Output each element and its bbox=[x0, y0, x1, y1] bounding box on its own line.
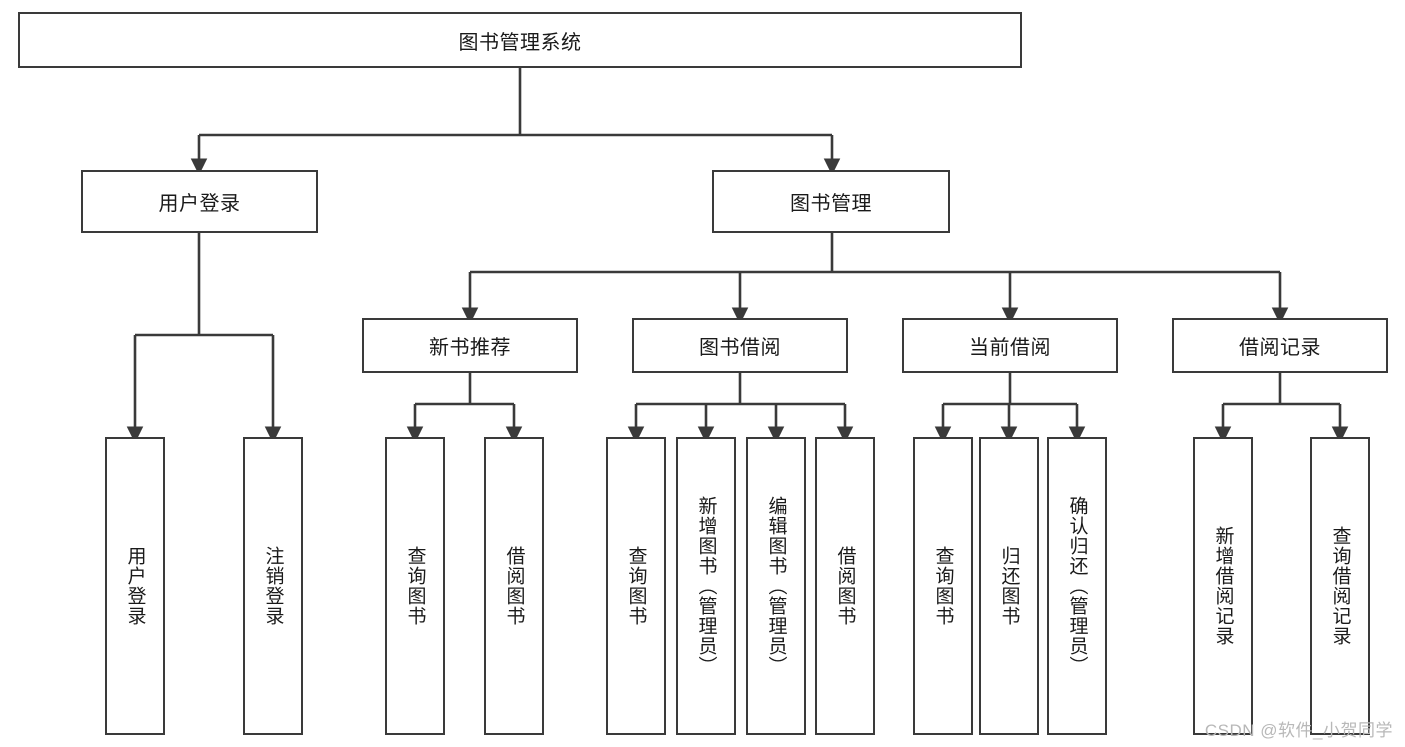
leaf-borrow-borrow-book[interactable]: 借阅图书 bbox=[815, 437, 875, 735]
node-label: 新增借阅记录 bbox=[1212, 526, 1234, 646]
node-book-management[interactable]: 图书管理 bbox=[712, 170, 950, 233]
node-label: 查询图书 bbox=[625, 546, 647, 626]
node-label: 借阅图书 bbox=[503, 546, 525, 626]
leaf-user-login-logout[interactable]: 注销登录 bbox=[243, 437, 303, 735]
node-new-book-recommend[interactable]: 新书推荐 bbox=[362, 318, 578, 373]
leaf-record-query-record[interactable]: 查询借阅记录 bbox=[1310, 437, 1370, 735]
node-label: 注销登录 bbox=[262, 546, 284, 626]
leaf-borrow-edit-book-admin[interactable]: 编辑图书（管理员） bbox=[746, 437, 806, 735]
leaf-borrow-add-book-admin[interactable]: 新增图书（管理员） bbox=[676, 437, 736, 735]
leaf-current-return-book[interactable]: 归还图书 bbox=[979, 437, 1039, 735]
leaf-record-add-record[interactable]: 新增借阅记录 bbox=[1193, 437, 1253, 735]
leaf-user-login-login[interactable]: 用户登录 bbox=[105, 437, 165, 735]
node-label: 图书管理 bbox=[790, 193, 872, 215]
node-label: 图书管理系统 bbox=[458, 31, 582, 54]
leaf-current-query-book[interactable]: 查询图书 bbox=[913, 437, 973, 735]
leaf-borrow-query-book[interactable]: 查询图书 bbox=[606, 437, 666, 735]
node-book-borrow[interactable]: 图书借阅 bbox=[632, 318, 848, 373]
node-label: 新增图书（管理员） bbox=[695, 496, 717, 676]
node-label: 查询图书 bbox=[932, 546, 954, 626]
node-label: 借阅记录 bbox=[1239, 337, 1321, 359]
node-label: 查询图书 bbox=[404, 546, 426, 626]
node-label: 用户登录 bbox=[124, 546, 146, 626]
leaf-recommend-borrow-book[interactable]: 借阅图书 bbox=[484, 437, 544, 735]
node-label: 借阅图书 bbox=[834, 546, 856, 626]
leaf-current-confirm-return-admin[interactable]: 确认归还（管理员） bbox=[1047, 437, 1107, 735]
node-label: 新书推荐 bbox=[429, 337, 511, 359]
node-root-system[interactable]: 图书管理系统 bbox=[18, 12, 1022, 68]
node-label: 确认归还（管理员） bbox=[1066, 496, 1088, 676]
node-label: 当前借阅 bbox=[969, 337, 1051, 359]
node-label: 查询借阅记录 bbox=[1329, 526, 1351, 646]
node-label: 用户登录 bbox=[158, 193, 241, 215]
node-borrow-record[interactable]: 借阅记录 bbox=[1172, 318, 1388, 373]
node-label: 图书借阅 bbox=[699, 337, 781, 359]
watermark: CSDN @软件_小贺同学 bbox=[1204, 721, 1393, 740]
leaf-recommend-query-book[interactable]: 查询图书 bbox=[385, 437, 445, 735]
node-label: 归还图书 bbox=[998, 546, 1020, 626]
node-user-login[interactable]: 用户登录 bbox=[81, 170, 318, 233]
node-current-borrow[interactable]: 当前借阅 bbox=[902, 318, 1118, 373]
node-label: 编辑图书（管理员） bbox=[765, 496, 787, 676]
